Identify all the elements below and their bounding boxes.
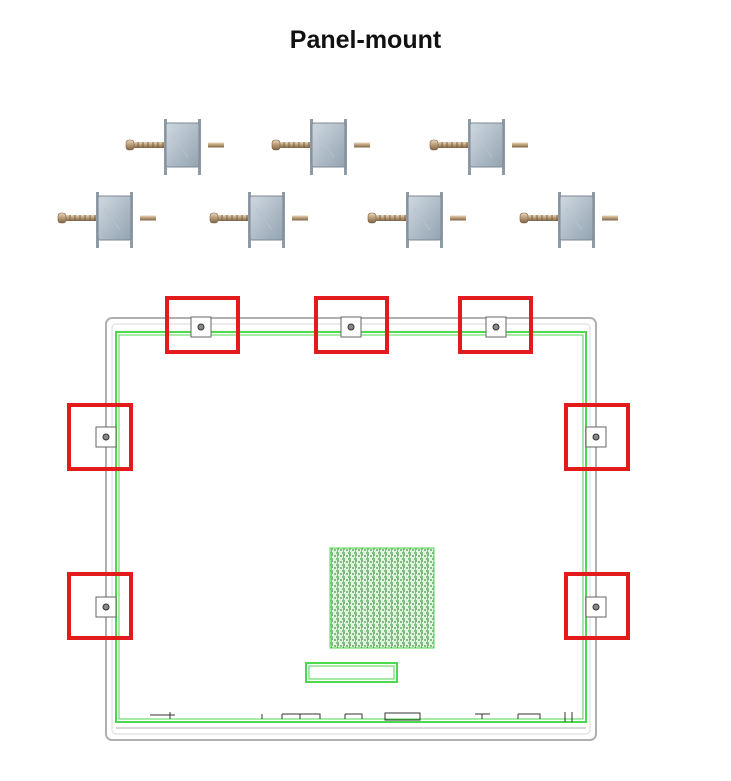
mount-tab-icon	[95, 596, 117, 618]
highlight-box-top-right	[458, 296, 533, 354]
panel-mount-clip-icon	[209, 191, 309, 249]
panel-mount-clip-icon	[429, 118, 529, 176]
highlight-box-right-upper	[564, 403, 630, 471]
mount-tab-icon	[585, 426, 607, 448]
highlight-box-left-upper	[67, 403, 133, 471]
mount-tab-icon	[485, 316, 507, 338]
highlight-box-right-lower	[564, 572, 630, 640]
mount-tab-icon	[340, 316, 362, 338]
panel-mount-clip-icon	[519, 191, 619, 249]
panel-mount-clip-icon	[271, 118, 371, 176]
page-title: Panel-mount	[289, 26, 442, 54]
highlight-box-top-left	[165, 296, 240, 354]
panel-mount-clip-icon	[367, 191, 467, 249]
mount-tab-icon	[190, 316, 212, 338]
mounting-clips-row-1	[125, 118, 529, 176]
highlight-box-left-lower	[67, 572, 133, 640]
highlight-box-top-center	[314, 296, 389, 354]
vent-pattern	[329, 547, 435, 649]
panel-rear-view	[105, 317, 597, 741]
mounting-clips-row-2	[57, 191, 619, 249]
panel-mount-clip-icon	[57, 191, 157, 249]
mount-tab-icon	[585, 596, 607, 618]
connector-slot	[305, 662, 398, 683]
panel-mount-clip-icon	[125, 118, 225, 176]
mount-tab-icon	[95, 426, 117, 448]
mount-point-highlights	[67, 296, 630, 640]
bottom-connectors	[150, 712, 573, 722]
